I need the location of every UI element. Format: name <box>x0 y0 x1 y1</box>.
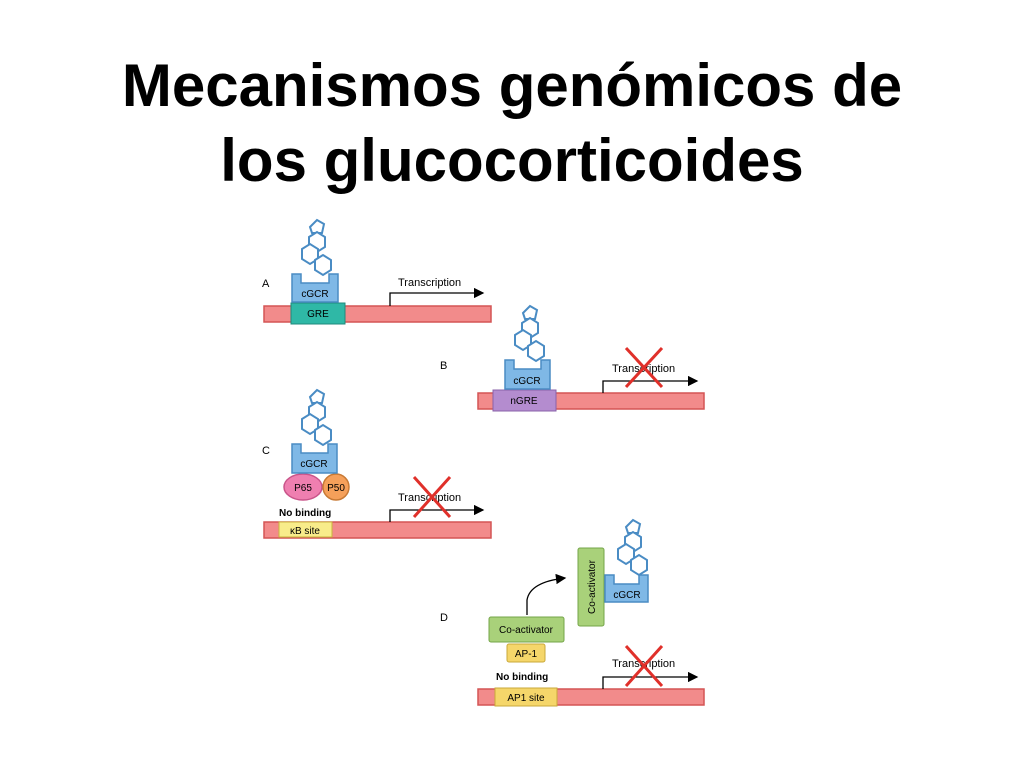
panel-d-coactivator-right-label: Co-activator <box>587 559 598 614</box>
panel-d-coactivator-left-label: Co-activator <box>499 625 554 636</box>
slide-title: Mecanismos genómicos de los glucocortico… <box>0 48 1024 198</box>
title-line-1: Mecanismos genómicos de <box>121 52 903 119</box>
panel-a-receptor-label: cGCR <box>301 289 328 300</box>
panel-d: D AP1 site No binding AP-1 Co-activator … <box>440 519 705 707</box>
title-line-2: los glucocorticoides <box>220 127 804 194</box>
panel-b: B nGRE cGCR Transcription <box>440 305 705 412</box>
panel-b-cross-icon <box>624 346 664 389</box>
panel-b-ngre-box <box>492 389 557 412</box>
panel-c-steroid-icon <box>301 389 332 446</box>
panel-a-steroid-icon <box>301 219 332 276</box>
panel-d-receptor-label: cGCR <box>613 590 640 601</box>
panel-d-ap1 <box>506 643 546 663</box>
panel-c-p50-label: P50 <box>327 483 345 494</box>
panel-c-receptor-label: cGCR <box>300 459 327 470</box>
panel-c: C κB site No binding P65 P50 cGCR Transc… <box>262 389 492 539</box>
panel-c-cross-icon <box>412 475 452 519</box>
panel-d-no-binding: No binding <box>496 672 548 683</box>
panel-a-receptor <box>291 273 339 303</box>
panel-c-kb-site <box>278 521 333 538</box>
panel-b-steroid-icon <box>514 305 545 362</box>
panel-a-transcription-arrow <box>389 287 485 306</box>
panel-b-ngre-label: nGRE <box>510 396 538 407</box>
panel-b-receptor-label: cGCR <box>513 376 540 387</box>
panel-d-ap1-site-label: AP1 site <box>507 693 545 704</box>
panel-b-transcription-arrow <box>602 375 699 393</box>
panel-c-kb-site-label: κB site <box>290 526 320 537</box>
panel-a: A GRE cGCR Transcription <box>262 219 492 325</box>
panel-a-gre-label: GRE <box>307 309 329 320</box>
panel-d-curved-arrow <box>526 573 567 615</box>
panel-c-p65-label: P65 <box>294 483 312 494</box>
panel-d-coactivator-right <box>577 547 605 627</box>
panel-d-transcription-arrow <box>602 671 699 689</box>
panel-d-ap1-label: AP-1 <box>515 649 538 660</box>
panel-c-letter: C <box>262 445 270 457</box>
panel-d-steroid-icon <box>617 519 648 576</box>
panel-b-letter: B <box>440 360 447 372</box>
panel-d-receptor <box>604 574 649 603</box>
panel-d-coactivator-left <box>488 616 565 643</box>
panel-a-letter: A <box>262 278 270 290</box>
panel-a-transcription-label: Transcription <box>398 277 461 289</box>
panel-c-no-binding: No binding <box>279 508 331 519</box>
panel-c-p65 <box>283 473 323 501</box>
panel-d-letter: D <box>440 612 448 624</box>
panel-d-ap1-site <box>494 687 558 707</box>
panel-c-transcription-arrow <box>389 504 485 522</box>
panel-d-cross-icon <box>624 644 664 688</box>
panel-a-gre-box <box>290 302 346 325</box>
panel-b-receptor <box>504 359 551 390</box>
panel-c-receptor <box>291 443 338 474</box>
panel-c-p50 <box>322 473 350 501</box>
